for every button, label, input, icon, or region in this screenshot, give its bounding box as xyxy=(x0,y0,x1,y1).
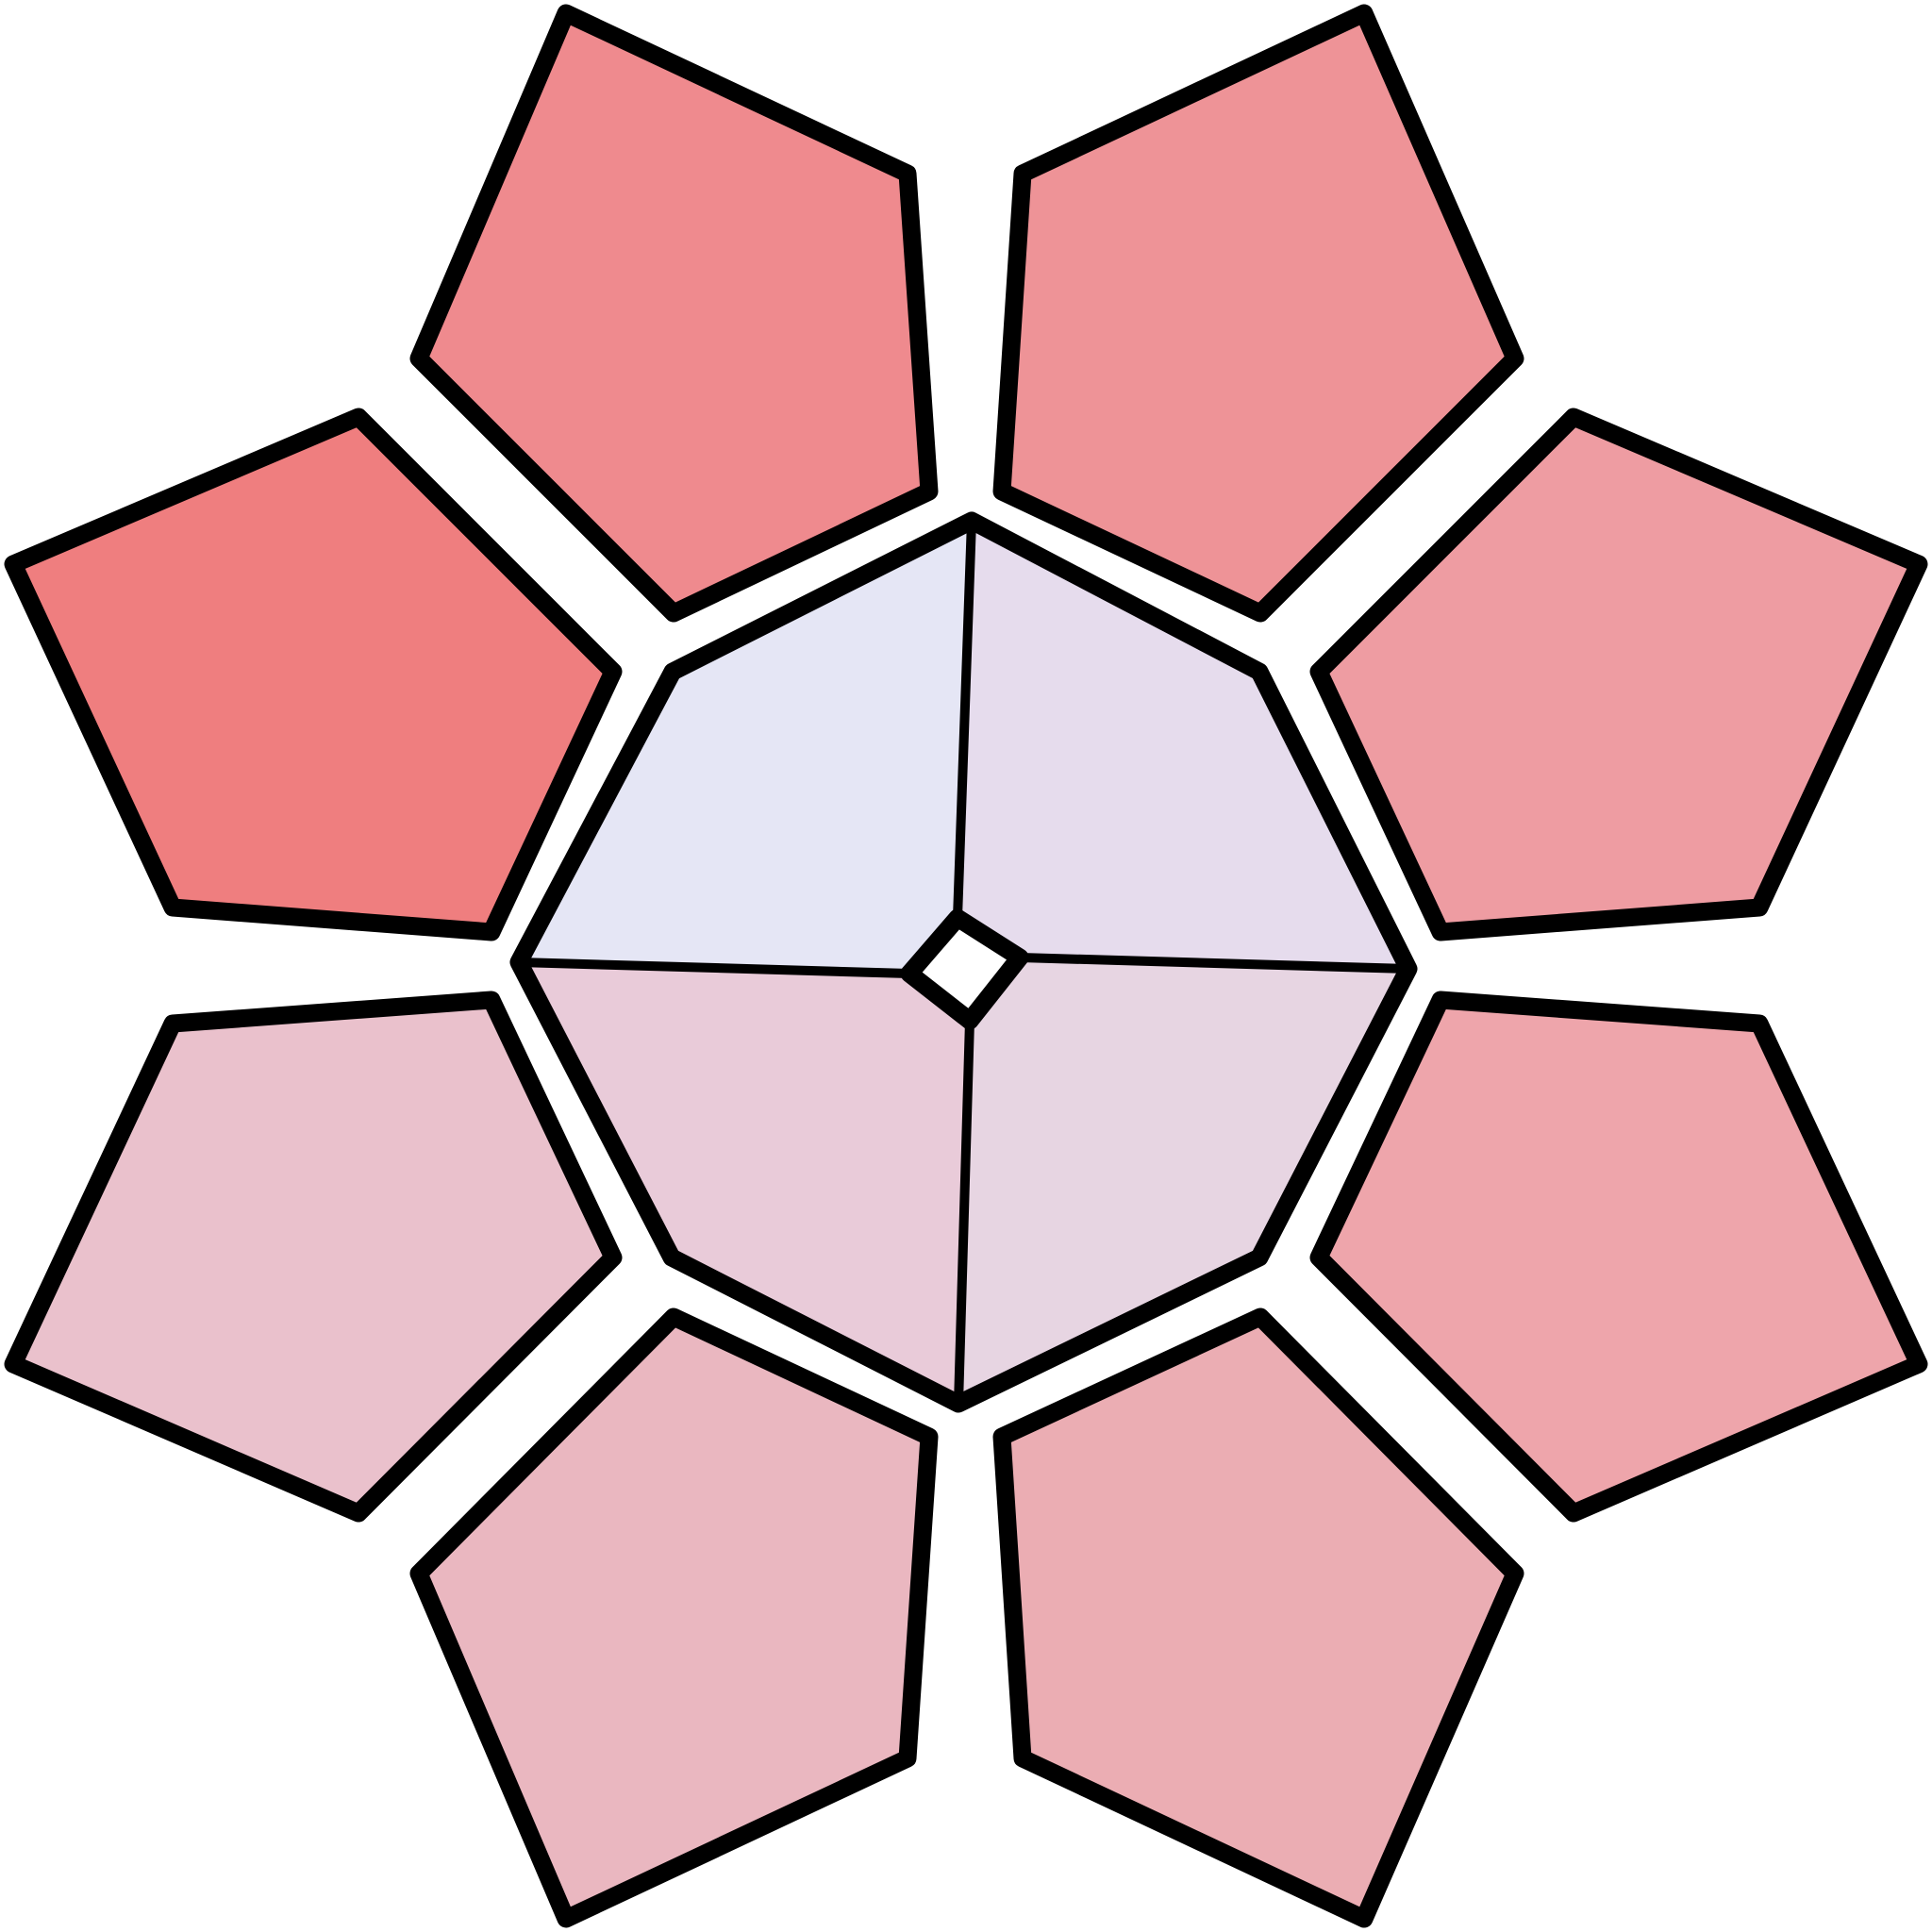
quadrant-bottom-left xyxy=(519,962,970,1404)
petal-lower-left xyxy=(4,991,623,1523)
petal-lower-right xyxy=(1309,991,1928,1523)
center-diamond xyxy=(900,908,1029,1030)
petal-top-left xyxy=(409,4,939,623)
divider-bottom xyxy=(954,1016,974,1408)
petal-upper-right xyxy=(1309,408,1928,941)
quadrant-top-right xyxy=(958,521,1408,969)
center-octagon-outline xyxy=(509,511,1418,1413)
quadrant-top-left xyxy=(519,521,972,974)
petal-upper-left xyxy=(4,408,623,941)
divider-left xyxy=(514,958,914,978)
divider-right xyxy=(1015,953,1413,974)
petal-bottom-left xyxy=(409,1307,939,1928)
petal-bottom-right xyxy=(992,1307,1524,1928)
divider-top xyxy=(953,516,976,923)
petal-top-right xyxy=(992,4,1524,623)
quadrant-bottom-right xyxy=(958,958,1408,1404)
